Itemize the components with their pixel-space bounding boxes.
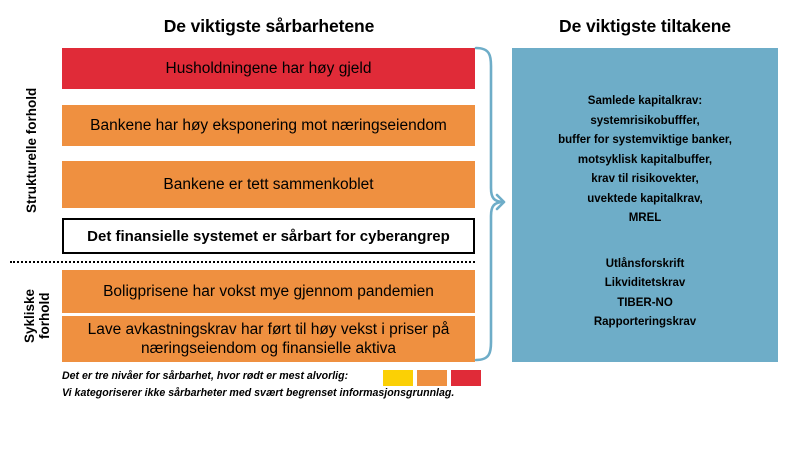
vulnerability-bar: Bankene er tett sammenkoblet [62, 161, 475, 208]
measures-capital-requirements: Samlede kapitalkrav: systemrisikobufffer… [558, 95, 732, 224]
legend-swatch-orange [417, 370, 447, 386]
vulnerability-bar: Boligprisene har vokst mye gjennom pande… [62, 270, 475, 313]
vulnerability-bar: Husholdningene har høy gjeld [62, 48, 475, 89]
legend-note-line-2: Vi kategoriserer ikke sårbarheter med sv… [62, 387, 455, 399]
group-label-cyclical: Sykliske forhold [22, 288, 52, 344]
group-divider [10, 261, 475, 263]
legend-swatch-red [451, 370, 481, 386]
measures-panel: Samlede kapitalkrav: systemrisikobufffer… [512, 48, 778, 362]
measures-other-requirements: Utlånsforskrift Likviditetskrav TIBER-NO… [593, 257, 697, 329]
vulnerability-bar-uncategorised: Det finansielle systemet er sårbart for … [62, 218, 475, 254]
legend-note-line-1: Det er tre nivåer for sårbarhet, hvor rø… [62, 370, 349, 382]
vulnerability-bar: Lave avkastningskrav har ført til høy ve… [62, 316, 475, 362]
page-title-vulnerabilities: De viktigste sårbarhetene [163, 16, 375, 36]
vulnerability-bar: Bankene har høy eksponering mot næringse… [62, 105, 475, 146]
legend-swatch-yellow [383, 370, 413, 386]
group-label-structural: Strukturelle forhold [24, 87, 39, 214]
brace-connector-arrow [474, 46, 506, 362]
legend: Det er tre nivåer for sårbarhet, hvor rø… [62, 368, 482, 410]
page-title-measures: De viktigste tiltakene [559, 16, 731, 36]
